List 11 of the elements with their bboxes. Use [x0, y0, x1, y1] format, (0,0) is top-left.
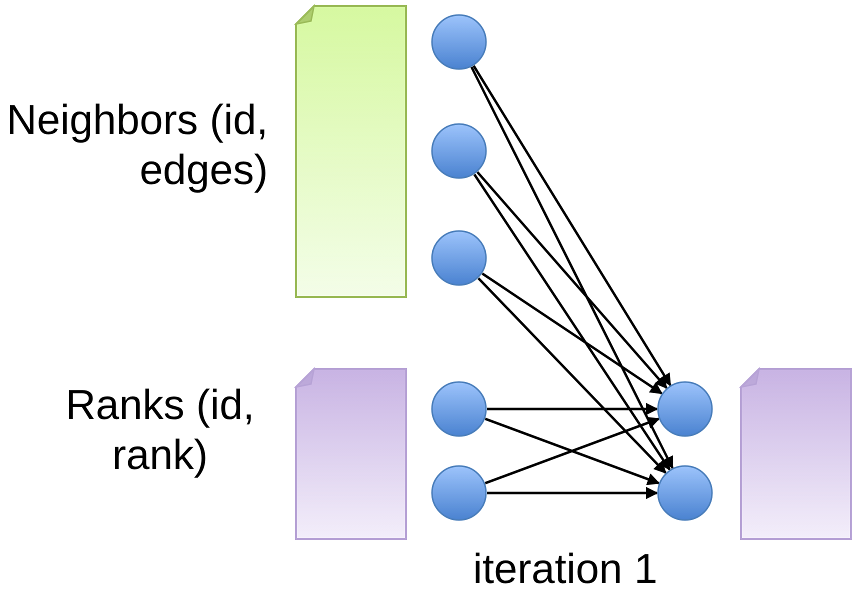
data-label: Neighbors (id, edges): [6, 95, 268, 195]
arrow: [476, 171, 668, 389]
data-label: Ranks (id, rank): [64, 380, 256, 480]
arrow: [473, 174, 671, 471]
arrow: [487, 402, 658, 416]
arrow: [487, 486, 658, 500]
arrow: [470, 66, 674, 470]
arrow: [478, 277, 666, 474]
caption-text: iteration 1: [473, 545, 658, 593]
arrow: [472, 65, 672, 386]
arrow: [482, 272, 663, 394]
